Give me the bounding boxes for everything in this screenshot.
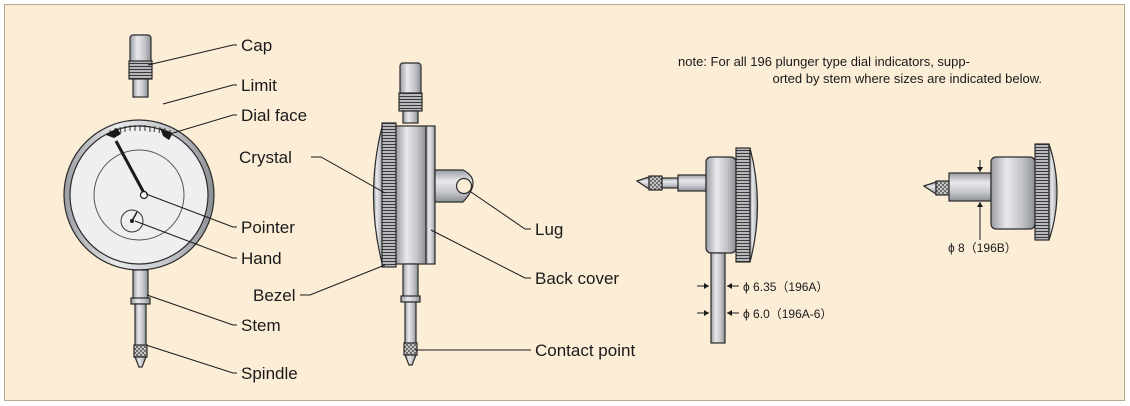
crystal-shape — [372, 122, 384, 268]
diagram-panel: Cap Limit Dial face Crystal Pointer Hand… — [4, 4, 1125, 401]
label-stem: Stem — [241, 316, 281, 335]
dim-6-0: ϕ 6.0（196A-6） — [743, 307, 832, 321]
dim-6-35: ϕ 6.35（196A） — [743, 280, 828, 294]
bezel-side — [381, 122, 397, 268]
note-line-1: note: For all 196 plunger type dial indi… — [678, 54, 970, 69]
body-196b — [990, 156, 1036, 230]
front-view — [63, 34, 215, 368]
label-back-cover: Back cover — [535, 269, 619, 288]
cap-knurl — [128, 60, 153, 80]
body-shape — [395, 125, 427, 265]
leader-lines — [134, 44, 531, 374]
label-lug: Lug — [535, 220, 563, 239]
limit-hand-right — [160, 128, 173, 140]
label-pointer: Pointer — [241, 218, 295, 237]
dial-indicator-diagram: Cap Limit Dial face Crystal Pointer Hand… — [63, 34, 1058, 383]
view-196a — [635, 147, 759, 344]
note-line-2: orted by stem where sizes are indicated … — [772, 71, 1042, 86]
label-contact-point: Contact point — [535, 341, 635, 360]
contact-point-side — [403, 342, 418, 356]
label-hand: Hand — [241, 249, 282, 268]
label-limit: Limit — [241, 76, 277, 95]
stem-196b — [948, 172, 992, 202]
label-spindle: Spindle — [241, 364, 298, 383]
dial-face-shape — [69, 125, 209, 265]
dim-8: ϕ 8（196B） — [948, 241, 1017, 255]
stem-shape — [132, 269, 149, 301]
label-crystal: Crystal — [239, 148, 292, 167]
stem-196a — [710, 252, 726, 344]
label-dial-face: Dial face — [241, 106, 307, 125]
contact-point-front — [133, 344, 148, 358]
side-view — [372, 62, 474, 366]
pointer-shape — [114, 140, 146, 194]
body-196a — [705, 156, 737, 254]
label-bezel: Bezel — [253, 286, 296, 305]
view-196b — [922, 143, 1058, 241]
spindle-shape — [134, 303, 147, 350]
back-cover-shape — [425, 125, 436, 265]
limit-hand-left — [106, 128, 121, 138]
label-cap: Cap — [241, 36, 272, 55]
